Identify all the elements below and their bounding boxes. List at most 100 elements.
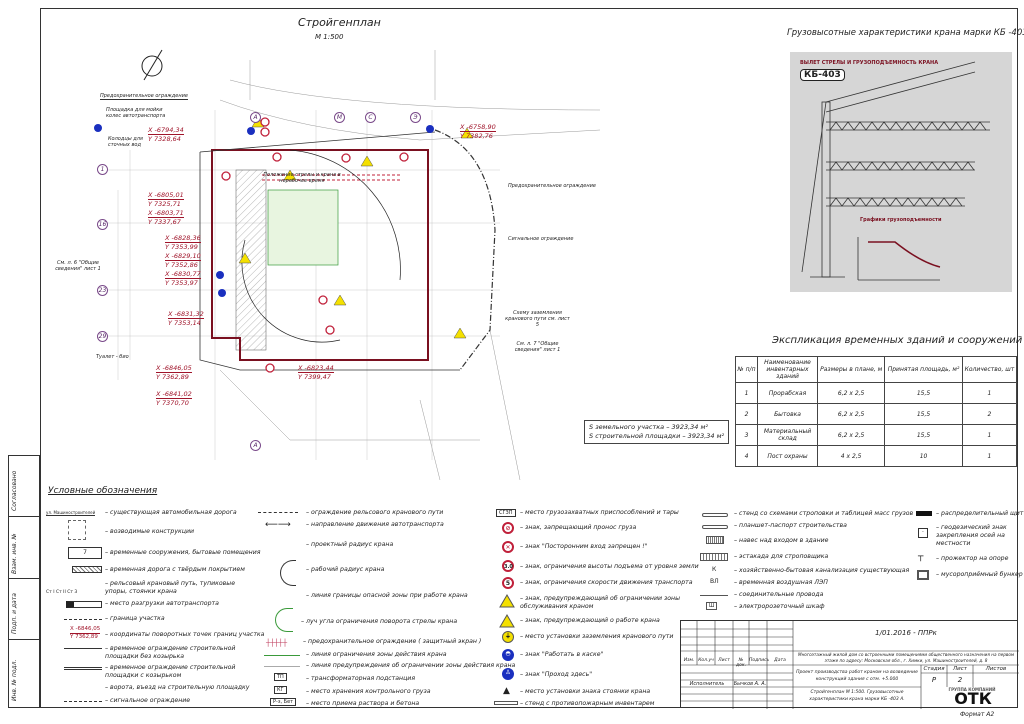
mandatory-sign-icons [94, 124, 434, 297]
legend-symbol: ул. Машиностроителей [46, 510, 96, 516]
legend-item: – знак "Работать в каске" [520, 651, 604, 658]
legend-symbol: Ш [706, 602, 718, 610]
helmet-sign-icon: ◓ [502, 649, 514, 661]
legend-symbol: Р-з, Бет [270, 698, 297, 706]
warning-sign-icon [499, 594, 515, 608]
legend-item: – луч угла ограничения поворота стрелы к… [301, 618, 458, 625]
stamp-inv: Инв. № подл. [11, 659, 18, 701]
crane-model: КБ-403 [800, 69, 845, 81]
note-see6: См. л. 6 "Общие сведения" лист 1 [55, 260, 101, 272]
legend-item: – знак, ограничения скорости движения тр… [520, 579, 693, 586]
legend-item: – ворота, въезд на строительную площадку [105, 684, 250, 691]
axis-29: 29 [97, 331, 108, 342]
height-limit-sign-icon: 3.0 [502, 560, 514, 572]
legend-item: – временная дорога с твёрдым покрытием [105, 566, 245, 573]
signal-fence [434, 129, 496, 371]
site-boundary [199, 131, 460, 371]
title-block: 1/01.2016 - ППРк Многоэтажный жилой дом … [680, 620, 1019, 709]
floodlight-icon: ┬ [918, 552, 924, 562]
legend-symbol: ВЛ [710, 578, 719, 585]
legend-item: – место установки знака стоянки крана [520, 688, 651, 695]
axis-1: 1 [97, 164, 108, 175]
legend-item: – рельсовый крановый путь, тупиковые упо… [105, 580, 235, 595]
legend-item: – трансформаторная подстанция [306, 675, 416, 682]
legend-item: – проектный радиус крана [306, 541, 394, 548]
axis-a-bottom: А [250, 440, 261, 451]
note-see7: См. л. 7 "Общие сведения" лист 1 [514, 341, 561, 353]
crane-warning-sign-icon [499, 614, 515, 628]
note-wash: Площадка для мойки колес автотранспорта [106, 107, 166, 119]
note-crane-position: Положение стрелы и крана в нерабочее вре… [263, 172, 341, 184]
legend-item: – место приема раствора и бетона [306, 700, 420, 707]
legend-item: – знак, предупреждающий о работе крана [520, 617, 660, 624]
stamp-agreed: Согласовано [11, 470, 18, 511]
legend-item: – линия предупреждения об ограничении зо… [306, 662, 516, 669]
site-plan-drawing [94, 49, 601, 480]
stage: Р [931, 676, 937, 684]
sheet-title: Стройгенплан М 1:500. Грузовысотные хара… [809, 690, 905, 702]
legend-item: – координаты поворотных точек границ уча… [105, 631, 265, 638]
plan-scale: М 1:500 [315, 33, 344, 41]
legend-item: – навес над входом в здание [734, 537, 829, 544]
no-load-sign-icon: ⊘ [502, 522, 514, 534]
legend-item: – предохранительное ограждение ( защитны… [303, 638, 482, 645]
legend-item: – ограждение рельсового кранового пути [306, 509, 444, 516]
crane-stop-triangle-icon: ▲ [503, 686, 510, 696]
role: Исполнитель [689, 681, 725, 687]
axis-m: М [334, 112, 345, 123]
legend-item: – место грузозахватных приспособлений и … [520, 509, 679, 516]
axis-s: С [365, 112, 376, 123]
drawing-frame [40, 8, 1018, 708]
note-signal-fence: Сигнальное ограждение [508, 236, 574, 242]
legend-item: – знак, ограничения высоты подъема от ур… [520, 563, 699, 570]
legend-item: – стенд с противопожарным инвентарем [520, 700, 655, 707]
legend-item: – место хранения контрольного груза [306, 688, 431, 695]
legend-symbol: К [712, 566, 717, 573]
legend-item: – эстакада для строповщика [734, 553, 829, 560]
area-land: S земельного участка – 3923,34 м² [589, 423, 708, 431]
no-entry-sign-icon: ✕ [502, 541, 514, 553]
legend-item: – знак "Проход здесь" [520, 671, 593, 678]
grid-lines [100, 110, 500, 460]
prohibition-sign-icons [221, 117, 409, 373]
legend-item: – планшет-паспорт строительства [734, 522, 847, 529]
legend-item: – линия ограничения зоны действия крана [306, 651, 447, 658]
crane-panel-heading: ВЫЛЕТ СТРЕЛЫ И ГРУЗОПОДЪЕМНОСТЬ КРАНА [800, 60, 939, 66]
building-outline [211, 149, 429, 361]
walk-here-sign-icon: ♙ [502, 668, 514, 680]
crane-chart-heading: Графики грузоподъемности [860, 217, 942, 223]
crane-diagram [801, 61, 990, 281]
crane-title: Грузовысотные характеристики крана марки… [787, 28, 1024, 38]
green-zone [267, 189, 339, 266]
existing-roads [219, 50, 601, 480]
format-label: Формат А2 [960, 711, 995, 718]
legend-item: – место установки заземления кранового п… [520, 633, 674, 640]
legend-symbol: 7 [68, 547, 102, 559]
legend-symbol: СГЗП [496, 509, 516, 517]
legend-item: – знак, запрещающий пронос груза [520, 524, 637, 531]
north-arrow-icon [141, 49, 163, 81]
note-wells: Колодцы для сточных вод [108, 136, 143, 148]
grounding-icon: ⏚ [502, 631, 514, 643]
legend-item: – граница участка [105, 615, 165, 622]
project-name: Проект производства работ краном на возв… [796, 670, 918, 682]
warning-sign-icons [238, 116, 474, 339]
legend-item: – стенд со схемами строповки и таблицей … [734, 510, 914, 517]
legend-item: – геодезический знак закрепления осей на… [936, 524, 1007, 547]
legend-item: – линия границы опасной зоны при работе … [306, 592, 468, 599]
sheet-number: 2 [957, 676, 963, 684]
area-site: S строительной площадки – 3923,34 м² [589, 432, 725, 440]
explication-title: Экспликация временных зданий и сооружени… [772, 335, 1023, 346]
note-grounding: Схему заземления кранового пути см. лист… [505, 310, 570, 328]
